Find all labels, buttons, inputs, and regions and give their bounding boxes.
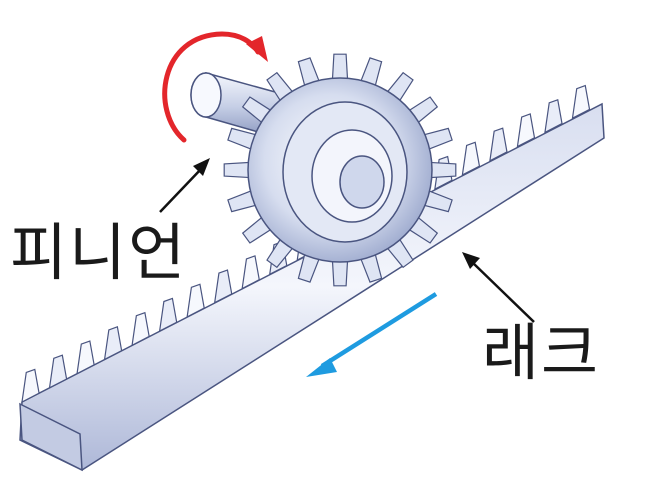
rack-tooth	[241, 255, 260, 290]
rack-tooth	[461, 141, 481, 177]
rack-label: 래크	[482, 316, 601, 389]
rotation-arrow-icon	[162, 31, 261, 143]
rack-tooth	[213, 269, 233, 304]
rack-tooth	[544, 98, 563, 134]
rack-tooth	[186, 283, 205, 318]
pinion-label: 피니언	[10, 216, 188, 289]
rack-tooth	[21, 368, 40, 404]
pinion-bore	[339, 155, 385, 209]
rack-tooth	[131, 311, 150, 347]
rack-tooth	[48, 354, 68, 389]
rack-tooth	[516, 113, 536, 148]
rack-tooth	[76, 340, 95, 375]
motion-arrowhead	[306, 358, 337, 377]
rack-front-face	[19, 102, 605, 471]
rack-tooth	[489, 127, 508, 162]
rack-tooth	[571, 84, 591, 120]
rack-tooth	[158, 297, 178, 333]
motion-arrow-line	[320, 292, 438, 368]
rack-pointer-head	[462, 252, 480, 269]
pinion-pointer-line	[159, 167, 203, 213]
pinion-pointer-head	[193, 158, 210, 176]
rack-tooth	[103, 326, 123, 361]
rack-pointer-line	[471, 261, 535, 323]
pinion	[190, 53, 457, 287]
rack-end-face	[19, 402, 83, 472]
rotation-arrowhead	[246, 36, 268, 62]
